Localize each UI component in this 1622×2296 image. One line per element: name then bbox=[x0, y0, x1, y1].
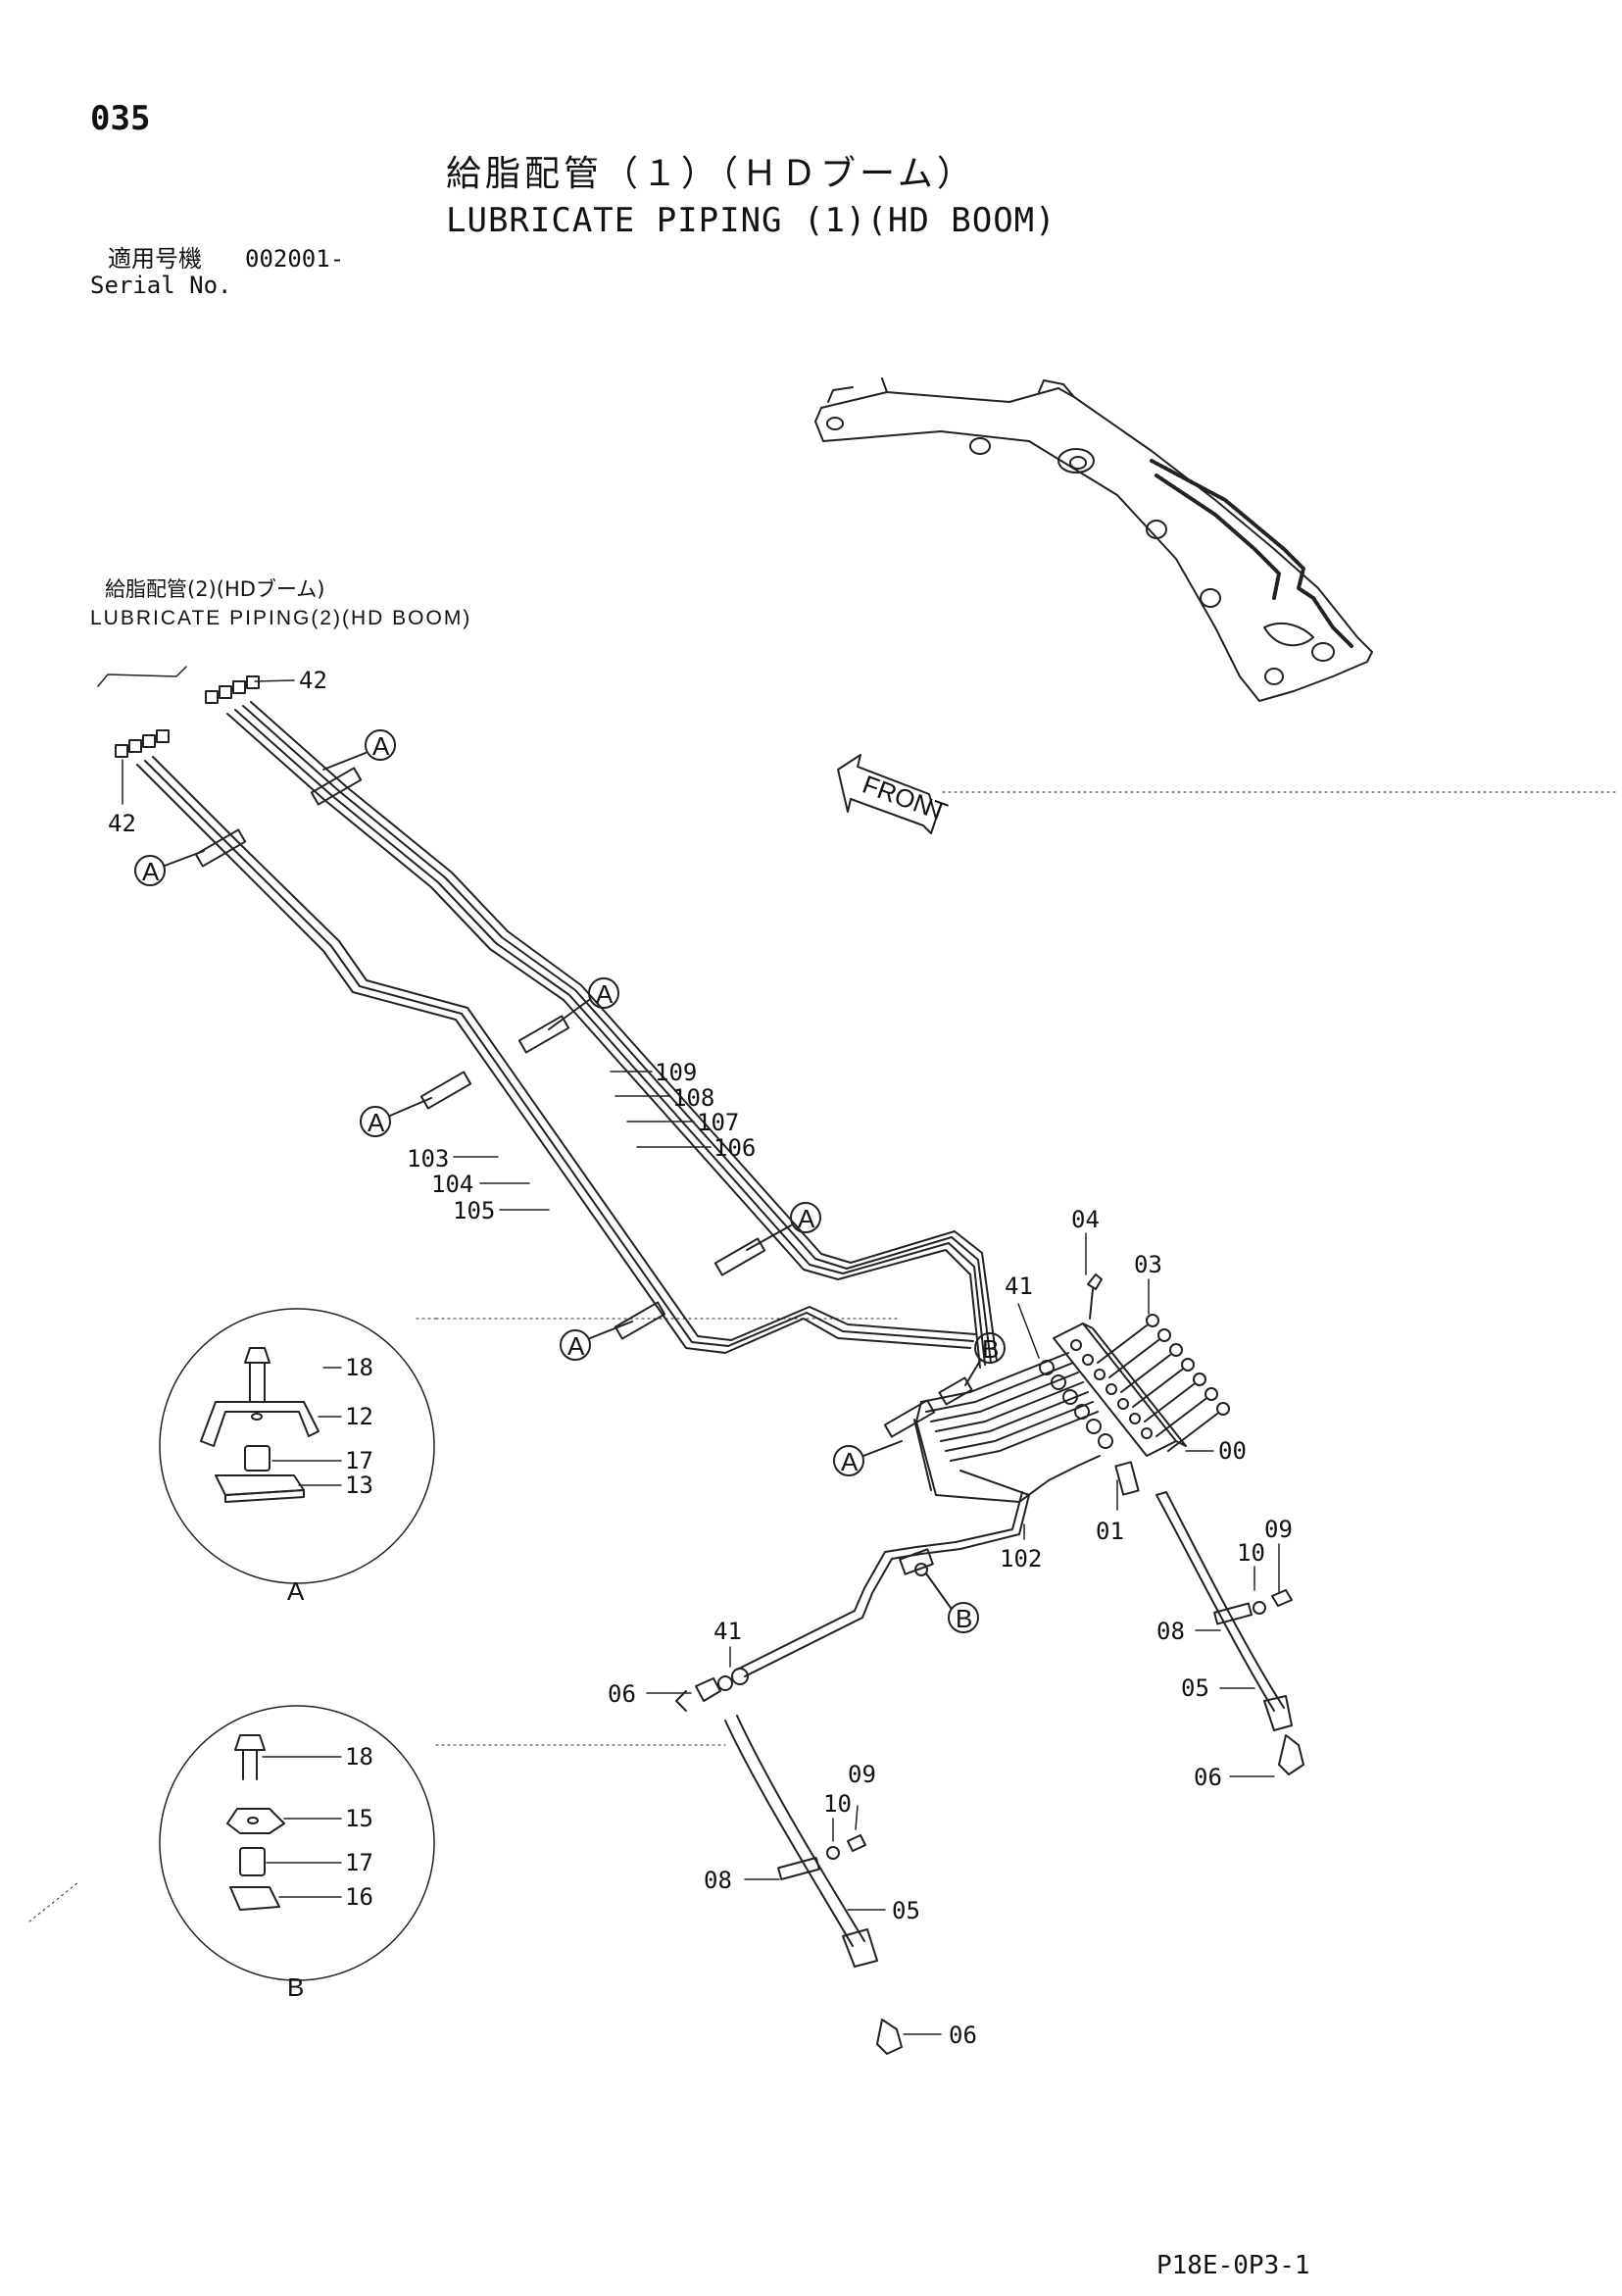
fittings-mid bbox=[675, 1668, 749, 1712]
label-105: 105 bbox=[453, 1197, 495, 1224]
label-a-17: 17 bbox=[345, 1447, 373, 1474]
label-b-18: 18 bbox=[345, 1743, 373, 1771]
callout-b-1: B bbox=[982, 1334, 999, 1364]
callout-a-2: A bbox=[142, 857, 160, 886]
fittings-42 bbox=[97, 666, 260, 758]
grease-nipples bbox=[1097, 1314, 1230, 1452]
callout-a-1: A bbox=[372, 731, 390, 761]
detail-a-letter: A bbox=[287, 1576, 305, 1606]
label-a-18: 18 bbox=[345, 1354, 373, 1381]
hose-right bbox=[1114, 1461, 1304, 1775]
clamps-a bbox=[194, 767, 973, 1438]
boom-illustration bbox=[814, 377, 1373, 702]
label-a-13: 13 bbox=[345, 1472, 373, 1499]
bolt-washer-bottom bbox=[826, 1834, 866, 1860]
label-08-right: 08 bbox=[1156, 1618, 1185, 1645]
callout-a-7: A bbox=[841, 1447, 859, 1476]
leader-lines bbox=[122, 679, 1280, 2035]
label-05-right: 05 bbox=[1181, 1674, 1209, 1702]
page-number: 035 bbox=[90, 99, 151, 138]
label-104: 104 bbox=[431, 1171, 473, 1198]
callout-b-2: B bbox=[956, 1604, 972, 1633]
label-107: 107 bbox=[697, 1109, 739, 1136]
label-09-right: 09 bbox=[1264, 1516, 1293, 1543]
label-b-17: 17 bbox=[345, 1849, 373, 1876]
label-10-right: 10 bbox=[1237, 1539, 1265, 1567]
pipe-bundle-upper bbox=[226, 701, 998, 1369]
label-a-12: 12 bbox=[345, 1403, 373, 1430]
label-42-left: 42 bbox=[108, 810, 136, 837]
detail-view-a bbox=[159, 1308, 437, 1584]
label-42-top: 42 bbox=[299, 667, 327, 694]
label-41-mid: 41 bbox=[713, 1618, 742, 1645]
label-05-bottom: 05 bbox=[892, 1897, 920, 1924]
serial-number-value: 002001- bbox=[245, 245, 345, 273]
label-06-right: 06 bbox=[1194, 1764, 1222, 1791]
label-03: 03 bbox=[1134, 1251, 1162, 1278]
label-103: 103 bbox=[407, 1145, 449, 1173]
page-title-japanese: 給脂配管（１）（ＨＤブーム） bbox=[446, 154, 976, 194]
label-06-bottom: 06 bbox=[949, 2021, 977, 2049]
distributor-block bbox=[1053, 1273, 1187, 1457]
label-108: 108 bbox=[672, 1084, 714, 1112]
detail-b-letter: B bbox=[287, 1972, 304, 2002]
label-04: 04 bbox=[1071, 1206, 1100, 1233]
label-00: 00 bbox=[1218, 1437, 1247, 1465]
label-08-bottom: 08 bbox=[704, 1867, 732, 1894]
pipe-bundle-to-distributor bbox=[913, 1352, 1101, 1503]
callout-a-6: A bbox=[567, 1331, 585, 1361]
document-code: P18E-0P3-1 bbox=[1156, 2251, 1310, 2280]
callout-markers bbox=[134, 729, 1006, 1633]
callout-a-4: A bbox=[368, 1108, 385, 1137]
detail-view-b bbox=[159, 1705, 435, 1981]
hose-bottom bbox=[724, 1715, 903, 2055]
label-06-mid: 06 bbox=[608, 1680, 636, 1708]
serial-label-english: Serial No. bbox=[90, 272, 232, 299]
callout-letters: A A A A A A B A B A B FRONT bbox=[142, 731, 999, 2002]
callout-a-5: A bbox=[798, 1204, 815, 1233]
label-09-bottom: 09 bbox=[848, 1761, 876, 1788]
label-01: 01 bbox=[1096, 1518, 1124, 1545]
label-b-15: 15 bbox=[345, 1805, 373, 1832]
label-41-top: 41 bbox=[1005, 1273, 1033, 1300]
part-labels: 42 42 109 108 107 106 103 104 105 04 03 … bbox=[108, 667, 1293, 2049]
label-10-bottom: 10 bbox=[823, 1790, 852, 1818]
dotted-guide bbox=[28, 1881, 79, 1922]
reference-label-english: LUBRICATE PIPING(2)(HD BOOM) bbox=[90, 607, 472, 629]
page-title-english: LUBRICATE PIPING (1)(HD BOOM) bbox=[446, 201, 1057, 240]
label-b-16: 16 bbox=[345, 1883, 373, 1911]
pipe-102 bbox=[736, 1491, 1030, 1677]
label-109: 109 bbox=[655, 1059, 697, 1086]
pipe-bundle-lower bbox=[136, 756, 977, 1354]
bolt-washer-right bbox=[1253, 1589, 1293, 1615]
label-102: 102 bbox=[1000, 1545, 1042, 1572]
front-arrow bbox=[837, 754, 937, 834]
reference-label-japanese: 給脂配管(2)(HDブーム) bbox=[105, 577, 325, 601]
serial-label-japanese: 適用号機 bbox=[108, 245, 202, 273]
label-106: 106 bbox=[713, 1134, 756, 1162]
callout-a-3: A bbox=[596, 979, 614, 1009]
adapters-41 bbox=[1039, 1360, 1113, 1449]
